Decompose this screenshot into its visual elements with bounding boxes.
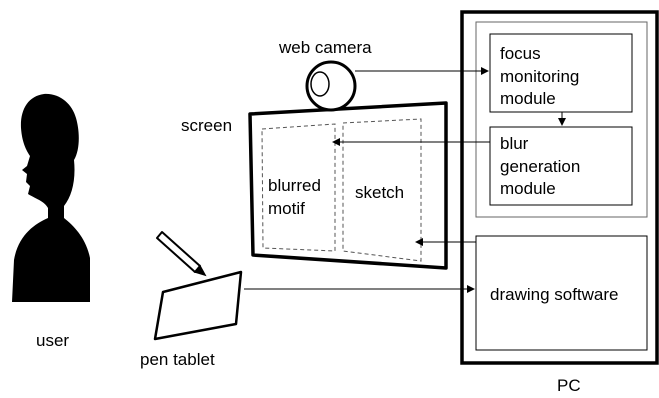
web-camera-icon [305,60,357,112]
user-silhouette-icon [12,93,90,302]
blur-module-label-line3: module [500,179,556,198]
pen-tablet-label: pen tablet [140,350,215,369]
blurred-motif-panel [261,123,336,252]
focus-module-label-line1: focus [500,44,541,63]
screen-label: screen [181,116,232,135]
drawing-software-box [475,235,648,351]
web-camera-label: web camera [278,38,372,57]
blurred-motif-label-line2: motif [268,199,305,218]
focus-module-label-line2: monitoring [500,67,579,86]
blur-generation-module-box [489,126,633,206]
sketch-label: sketch [355,183,404,202]
module-group-box [475,21,648,218]
blur-module-label-line2: generation [500,157,580,176]
drawing-software-label: drawing software [490,285,619,304]
focus-module-label-line3: module [500,89,556,108]
blur-module-label-line1: blur [500,134,529,153]
screen-frame [248,101,448,270]
focus-monitoring-module-box [489,33,633,113]
pen-icon [156,231,207,277]
user-label: user [36,331,69,350]
sketch-panel [342,118,422,262]
pc-label: PC [557,376,581,395]
pen-tablet-icon [153,270,243,341]
blurred-motif-label-line1: blurred [268,176,321,195]
